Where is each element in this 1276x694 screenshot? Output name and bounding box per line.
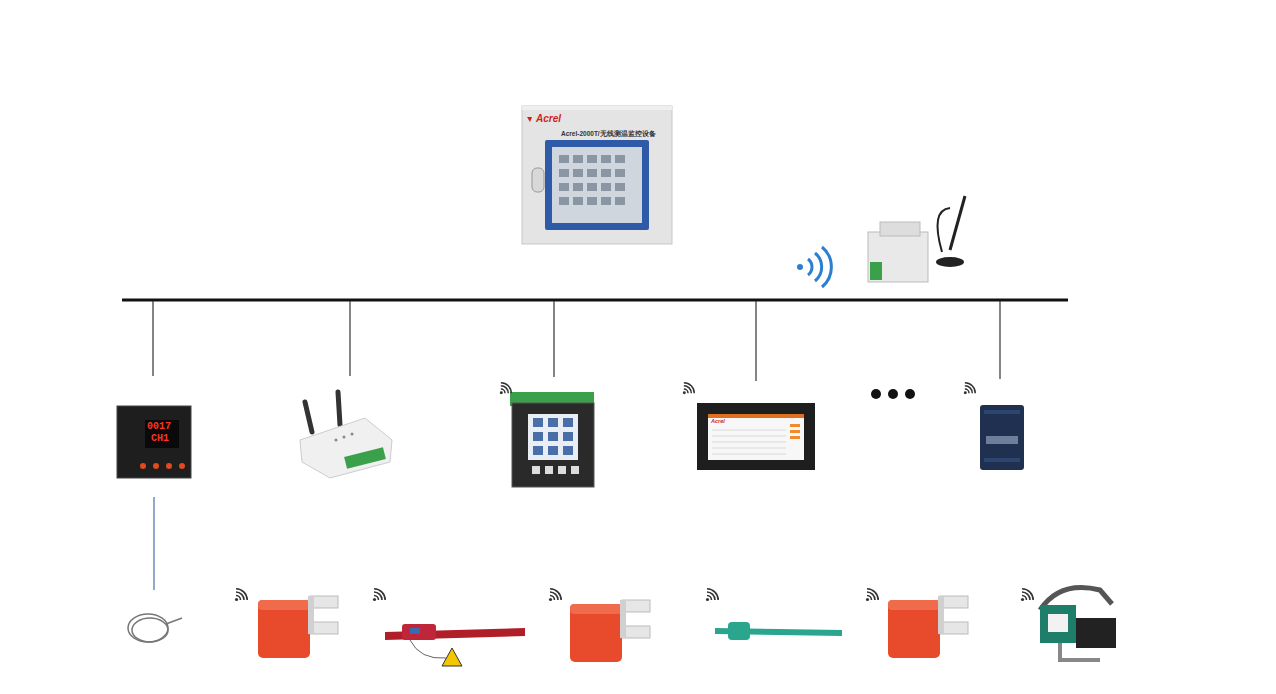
- hmi-screen: [697, 403, 815, 470]
- display-value: 0017: [147, 421, 171, 432]
- temperature-meter: [117, 406, 191, 478]
- wifi-icons: [235, 383, 1033, 601]
- sensor-wire: [153, 497, 154, 590]
- wireless-sensor: [570, 600, 650, 662]
- wireless-sensor: [258, 596, 338, 658]
- drop-lines: [153, 301, 1000, 381]
- brand-logo: Acrel: [536, 113, 561, 124]
- wireless-module: [980, 405, 1024, 470]
- collector-device: [300, 392, 392, 478]
- wireless-sensor: [888, 596, 968, 658]
- wireless-gateway: [868, 196, 965, 282]
- cable-sensor: [128, 614, 182, 642]
- display-channel: CH1: [151, 433, 169, 444]
- cabinet-box: AcrelAcrel-2000T/无线测温监控设备: [522, 106, 672, 244]
- screen-logo: Acrel: [711, 419, 725, 425]
- clamp-sensor: [1040, 588, 1116, 661]
- wireless-signal: [797, 247, 831, 287]
- meter-box: 0017CH1: [117, 406, 191, 478]
- more-dots: [871, 389, 915, 399]
- monitor-cabinet: [522, 106, 672, 244]
- touch-meter: [510, 392, 594, 487]
- strap-sensor: [385, 624, 525, 666]
- strap-sensor: [715, 622, 842, 640]
- bus-line: [122, 299, 1068, 302]
- device-model: Acrel-2000T/无线测温监控设备: [561, 130, 656, 137]
